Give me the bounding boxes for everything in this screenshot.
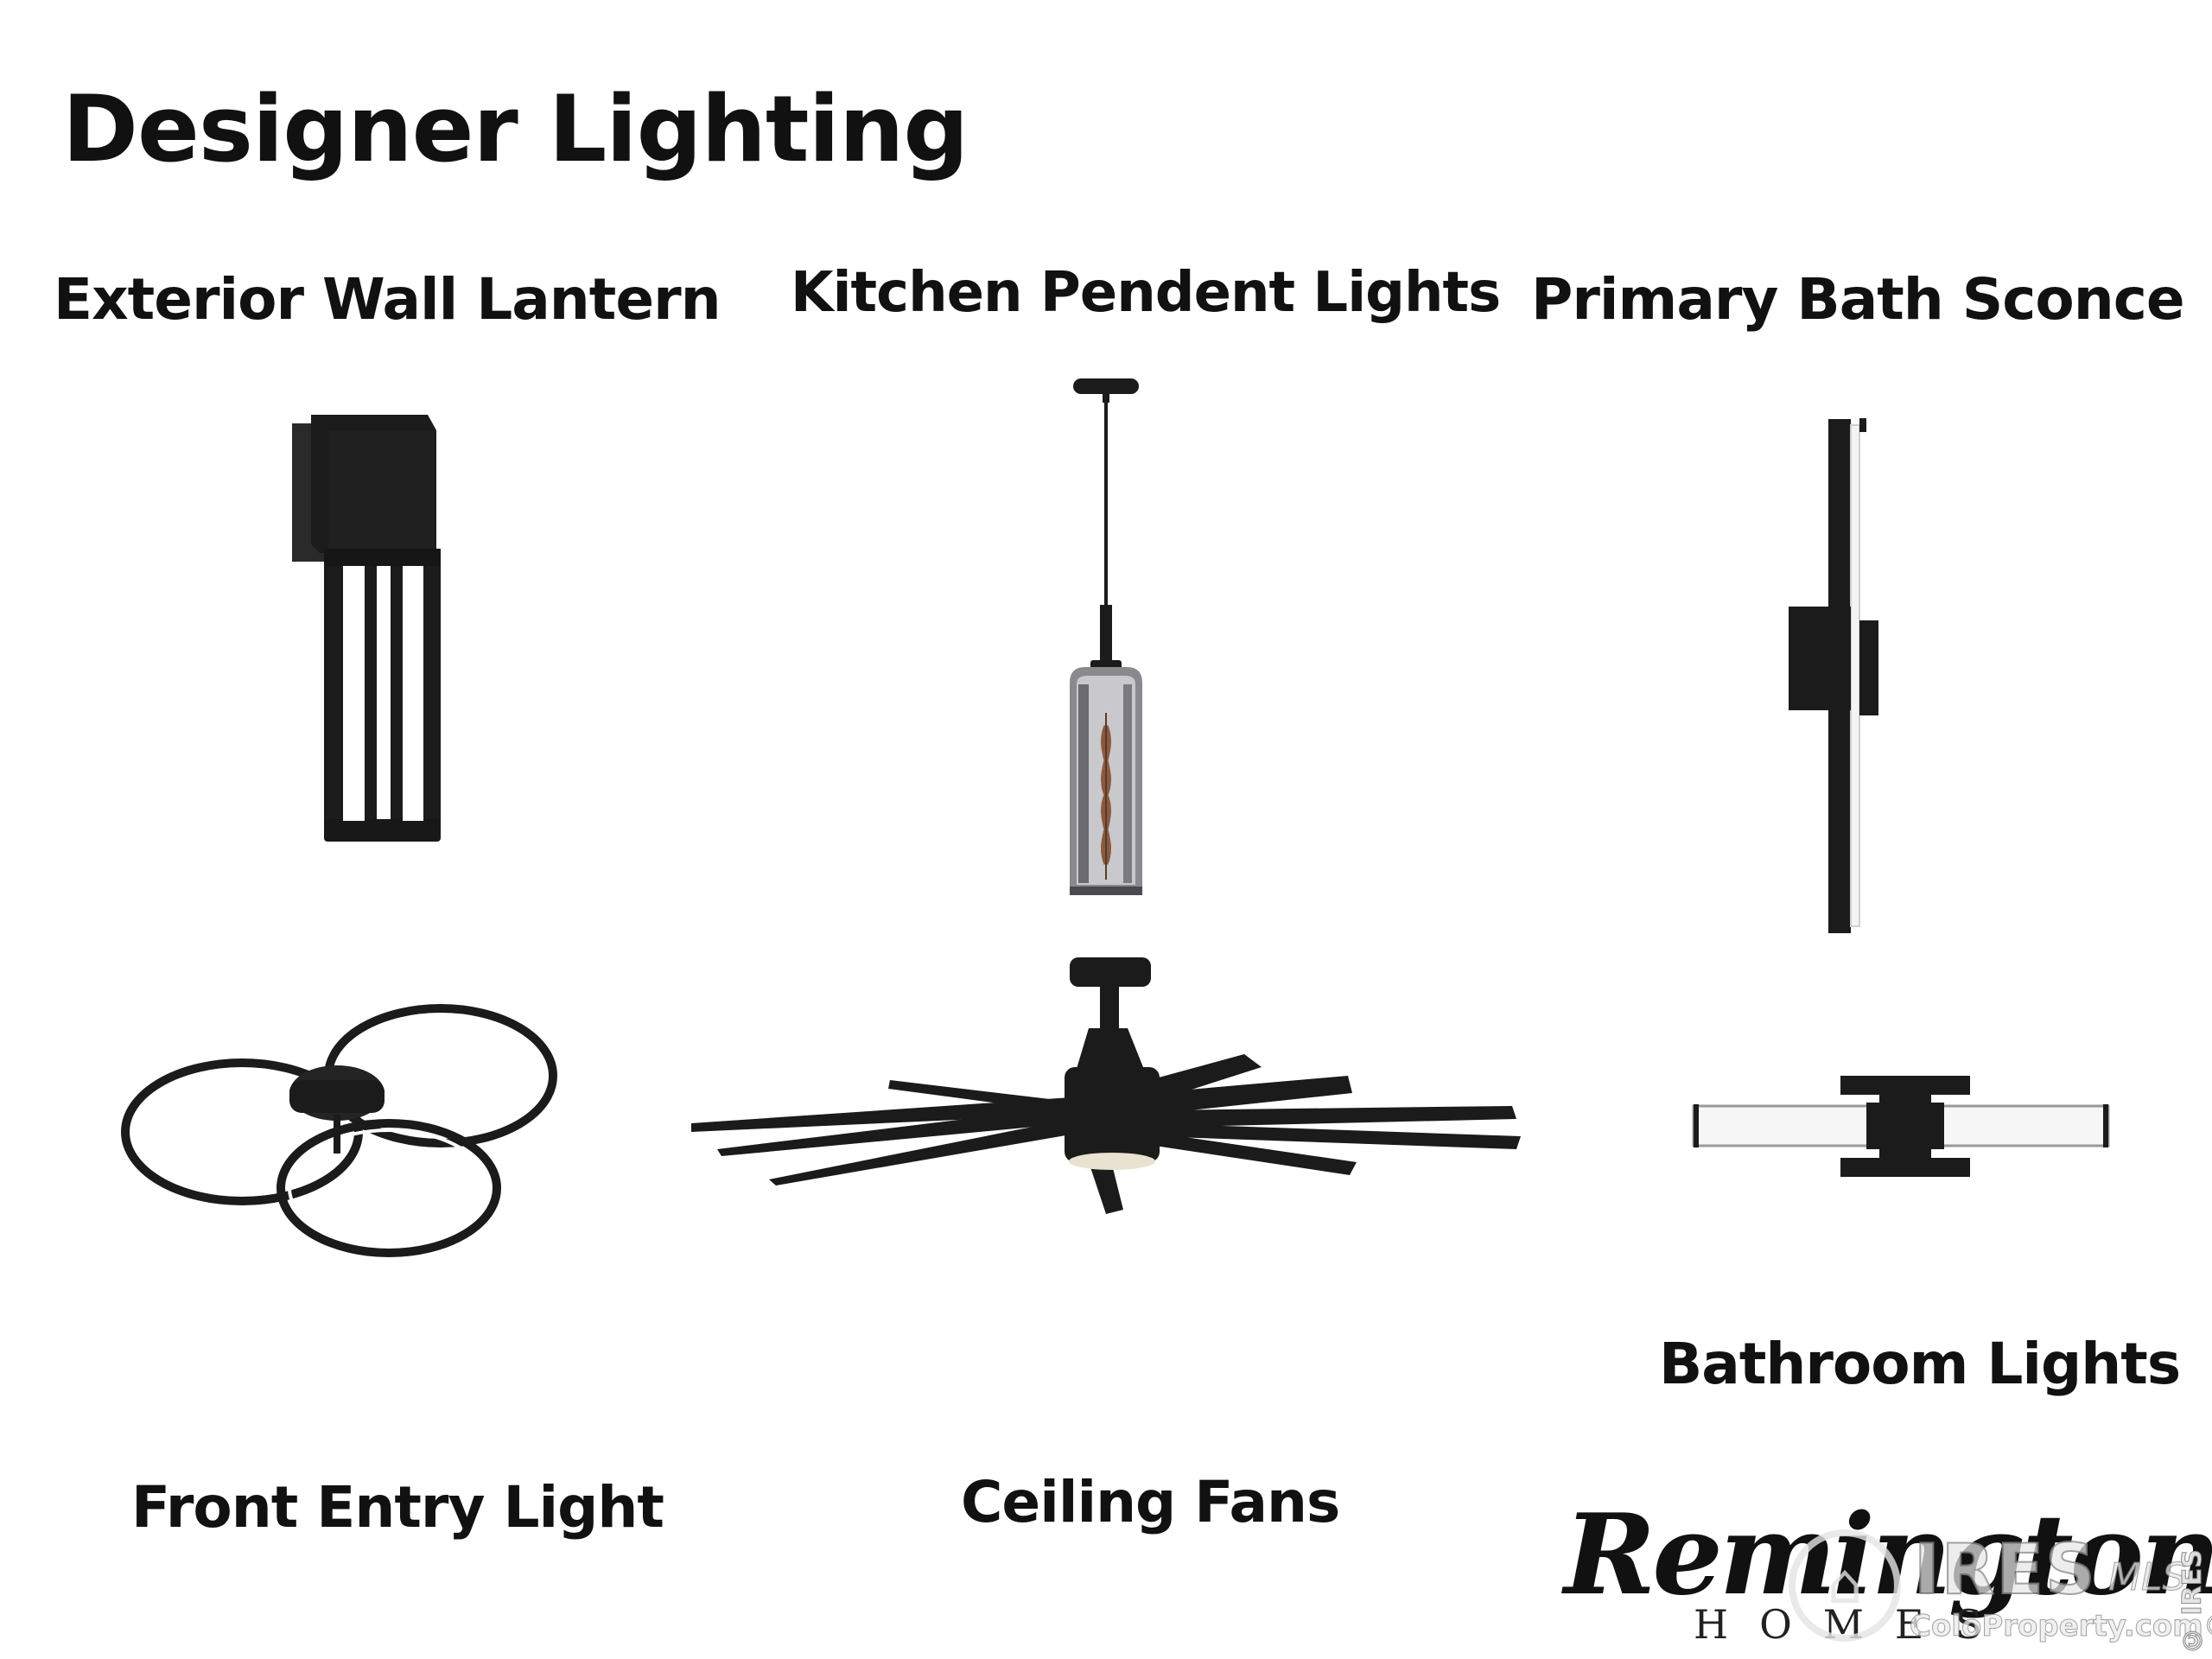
exterior-wall-lantern-image — [292, 415, 441, 842]
watermark-site: ColoProperty.com® — [1910, 1609, 2212, 1644]
page-title: Designer Lighting — [62, 76, 969, 182]
ires-watermark: ⌂ IRES MLS ColoProperty.com® — [1789, 1521, 2212, 1650]
front-entry-light-image — [121, 1004, 557, 1257]
kitchen-pendent-lights-label: Kitchen Pendent Lights — [791, 261, 1501, 325]
front-entry-light-label: Front Entry Light — [131, 1474, 664, 1541]
ceiling-fan-image — [691, 957, 1521, 1214]
house-icon: ⌂ — [1789, 1529, 1901, 1642]
exterior-wall-lantern-label: Exterior Wall Lantern — [54, 266, 721, 333]
primary-bath-sconce-image — [1789, 418, 1878, 933]
bathroom-lights-image — [1692, 1076, 2110, 1177]
kitchen-pendant-image — [1070, 378, 1142, 895]
primary-bath-sconce-label: Primary Bath Sconce — [1531, 266, 2185, 333]
watermark-copyright: © IRES — [2177, 1549, 2209, 1656]
watermark-name: IRES — [1913, 1529, 2097, 1611]
ceiling-fans-label: Ceiling Fans — [961, 1469, 1340, 1535]
bathroom-lights-label: Bathroom Lights — [1659, 1331, 2181, 1397]
watermark-mls: MLS — [2107, 1555, 2187, 1600]
